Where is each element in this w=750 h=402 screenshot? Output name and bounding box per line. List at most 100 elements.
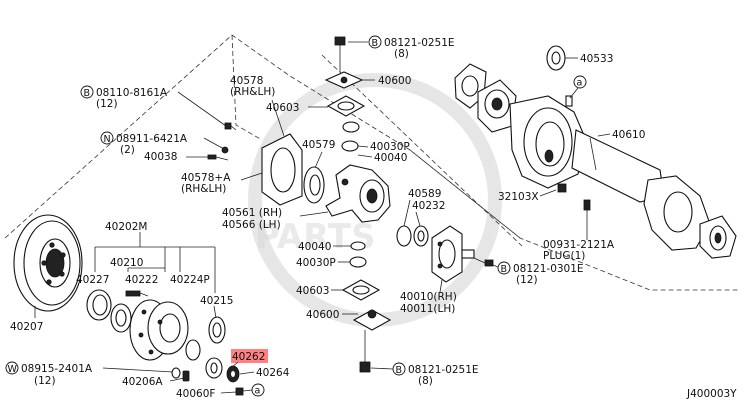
label-00931-2121A: 00931-2121A bbox=[543, 239, 615, 251]
label-08121-0251E-bot: 08121-0251E bbox=[408, 364, 479, 376]
label-08915-qty: (12) bbox=[34, 375, 56, 387]
dust-cover-part[interactable] bbox=[261, 133, 303, 206]
n-prefix-08911: N bbox=[100, 131, 114, 145]
label-40222: 40222 bbox=[125, 274, 158, 286]
top-cone-part[interactable] bbox=[341, 121, 360, 152]
label-40038: 40038 bbox=[144, 151, 177, 163]
prefix-w: W bbox=[8, 364, 18, 375]
label-40040-top: 40040 bbox=[374, 152, 407, 164]
lock-nut-part[interactable] bbox=[226, 365, 240, 383]
prefix-b-08121-bot: B bbox=[396, 365, 403, 376]
highlight-40262 bbox=[231, 349, 268, 363]
label-40603-top: 40603 bbox=[266, 102, 299, 114]
label-08121-0301E-qty: (12) bbox=[516, 274, 538, 286]
label-08121-0251E-top: 08121-0251E bbox=[384, 37, 455, 49]
label-08121-top-qty: (8) bbox=[394, 48, 409, 60]
label-40603-mid: 40603 bbox=[296, 285, 329, 297]
label-08915-2401A: 08915-2401A bbox=[21, 363, 93, 375]
top-shim-part[interactable] bbox=[324, 71, 364, 89]
washer-40224P-part[interactable] bbox=[185, 339, 201, 361]
bolt-40060F-part[interactable] bbox=[235, 387, 244, 396]
stud-part[interactable] bbox=[207, 154, 229, 161]
lock-washer-part[interactable] bbox=[205, 357, 223, 379]
label-40207: 40207 bbox=[10, 321, 43, 333]
backing-ring-part[interactable] bbox=[303, 166, 325, 204]
label-40030P-top: 40030P bbox=[370, 141, 410, 153]
label-40227: 40227 bbox=[76, 274, 109, 286]
prefix-b-08121-0301E: B bbox=[501, 264, 508, 275]
inner-seal-part[interactable] bbox=[208, 316, 226, 344]
b-prefix-08121-top: B bbox=[368, 35, 382, 49]
spindle-part[interactable] bbox=[431, 225, 475, 283]
brake-disc-part[interactable] bbox=[13, 214, 83, 312]
label-40224P: 40224P bbox=[170, 274, 210, 286]
top-plate-part[interactable] bbox=[326, 95, 366, 117]
label-40566: 40566 (LH) bbox=[222, 219, 281, 231]
label-40600-bot: 40600 bbox=[306, 309, 339, 321]
oil-seal-part[interactable] bbox=[86, 289, 112, 321]
label-40600-top: 40600 bbox=[378, 75, 411, 87]
bearing-part[interactable] bbox=[110, 303, 132, 333]
label-08121-0301E: 08121-0301E bbox=[513, 263, 584, 275]
grease-cap-part[interactable] bbox=[182, 370, 190, 382]
label-40610: 40610 bbox=[612, 129, 645, 141]
diagram-code: J400003Y bbox=[686, 388, 737, 400]
steering-knuckle-part[interactable] bbox=[325, 164, 391, 223]
watermark-text: PARTS bbox=[255, 217, 375, 257]
b-prefix-08121-bot: B bbox=[392, 362, 406, 376]
label-40578: 40578 bbox=[230, 75, 263, 87]
label-40210: 40210 bbox=[110, 257, 143, 269]
mid-plate-part[interactable] bbox=[341, 279, 381, 301]
label-08110-qty: (12) bbox=[96, 98, 118, 110]
bracket-40202M bbox=[94, 232, 216, 293]
top-bolt-part[interactable] bbox=[334, 36, 346, 72]
nut-part[interactable] bbox=[221, 146, 229, 154]
bottom-bolt-part[interactable] bbox=[359, 361, 371, 373]
ref-a-bottom-text: a bbox=[255, 386, 261, 397]
b-prefix-08121-0301E: B bbox=[497, 261, 511, 275]
plug-part[interactable] bbox=[583, 199, 591, 218]
prefix-b-08121-top: B bbox=[372, 38, 379, 49]
wheel-hub-part[interactable] bbox=[129, 299, 189, 361]
washer-part[interactable] bbox=[171, 367, 181, 379]
ref-a-bottom: a bbox=[251, 383, 265, 397]
ref-a-top: a bbox=[573, 75, 587, 89]
spindle-seal-part[interactable] bbox=[396, 225, 429, 247]
label-40262[interactable]: 40262 bbox=[232, 351, 265, 363]
axle-seal-part[interactable] bbox=[546, 45, 566, 71]
label-40578-side: (RH&LH) bbox=[230, 86, 275, 98]
cap-screw-part[interactable] bbox=[224, 122, 237, 131]
label-40010: 40010(RH) bbox=[400, 291, 457, 303]
label-40206A: 40206A bbox=[122, 376, 163, 388]
w-prefix-circle: W bbox=[5, 361, 19, 375]
prefix-n: N bbox=[104, 134, 111, 145]
assembly-outline bbox=[4, 34, 740, 291]
label-40030P-mid: 40030P bbox=[296, 257, 336, 269]
label-08911-qty: (2) bbox=[120, 144, 135, 156]
hub-bolt-part[interactable] bbox=[125, 290, 149, 297]
label-40579: 40579 bbox=[302, 139, 335, 151]
label-40011: 40011(LH) bbox=[400, 303, 455, 315]
label-08121-bot-qty: (8) bbox=[418, 375, 433, 387]
label-40040-mid: 40040 bbox=[298, 241, 331, 253]
label-40578A-side: (RH&LH) bbox=[181, 183, 226, 195]
spindle-bolt-part[interactable] bbox=[473, 257, 494, 267]
label-40215: 40215 bbox=[200, 295, 233, 307]
label-08911-6421A: 08911-6421A bbox=[116, 133, 188, 145]
label-40202M: 40202M bbox=[105, 221, 147, 233]
label-40060F: 40060F bbox=[176, 388, 215, 400]
label-08110-8161A: 08110-8161A bbox=[96, 87, 168, 99]
b-prefix-08110: B bbox=[80, 85, 94, 99]
ref-a-top-text: a bbox=[577, 78, 583, 89]
prefix-b-08110: B bbox=[84, 88, 91, 99]
axle-housing-part[interactable] bbox=[454, 63, 737, 259]
label-40533: 40533 bbox=[580, 53, 613, 65]
label-00931-desc: PLUG(1) bbox=[543, 250, 585, 262]
label-40264: 40264 bbox=[256, 367, 290, 379]
label-40561: 40561 (RH) bbox=[222, 207, 282, 219]
label-40589: 40589 bbox=[408, 188, 441, 200]
bottom-shim-part[interactable] bbox=[352, 309, 392, 362]
label-40578A: 40578+A bbox=[181, 172, 231, 184]
label-40232: 40232 bbox=[412, 200, 445, 212]
